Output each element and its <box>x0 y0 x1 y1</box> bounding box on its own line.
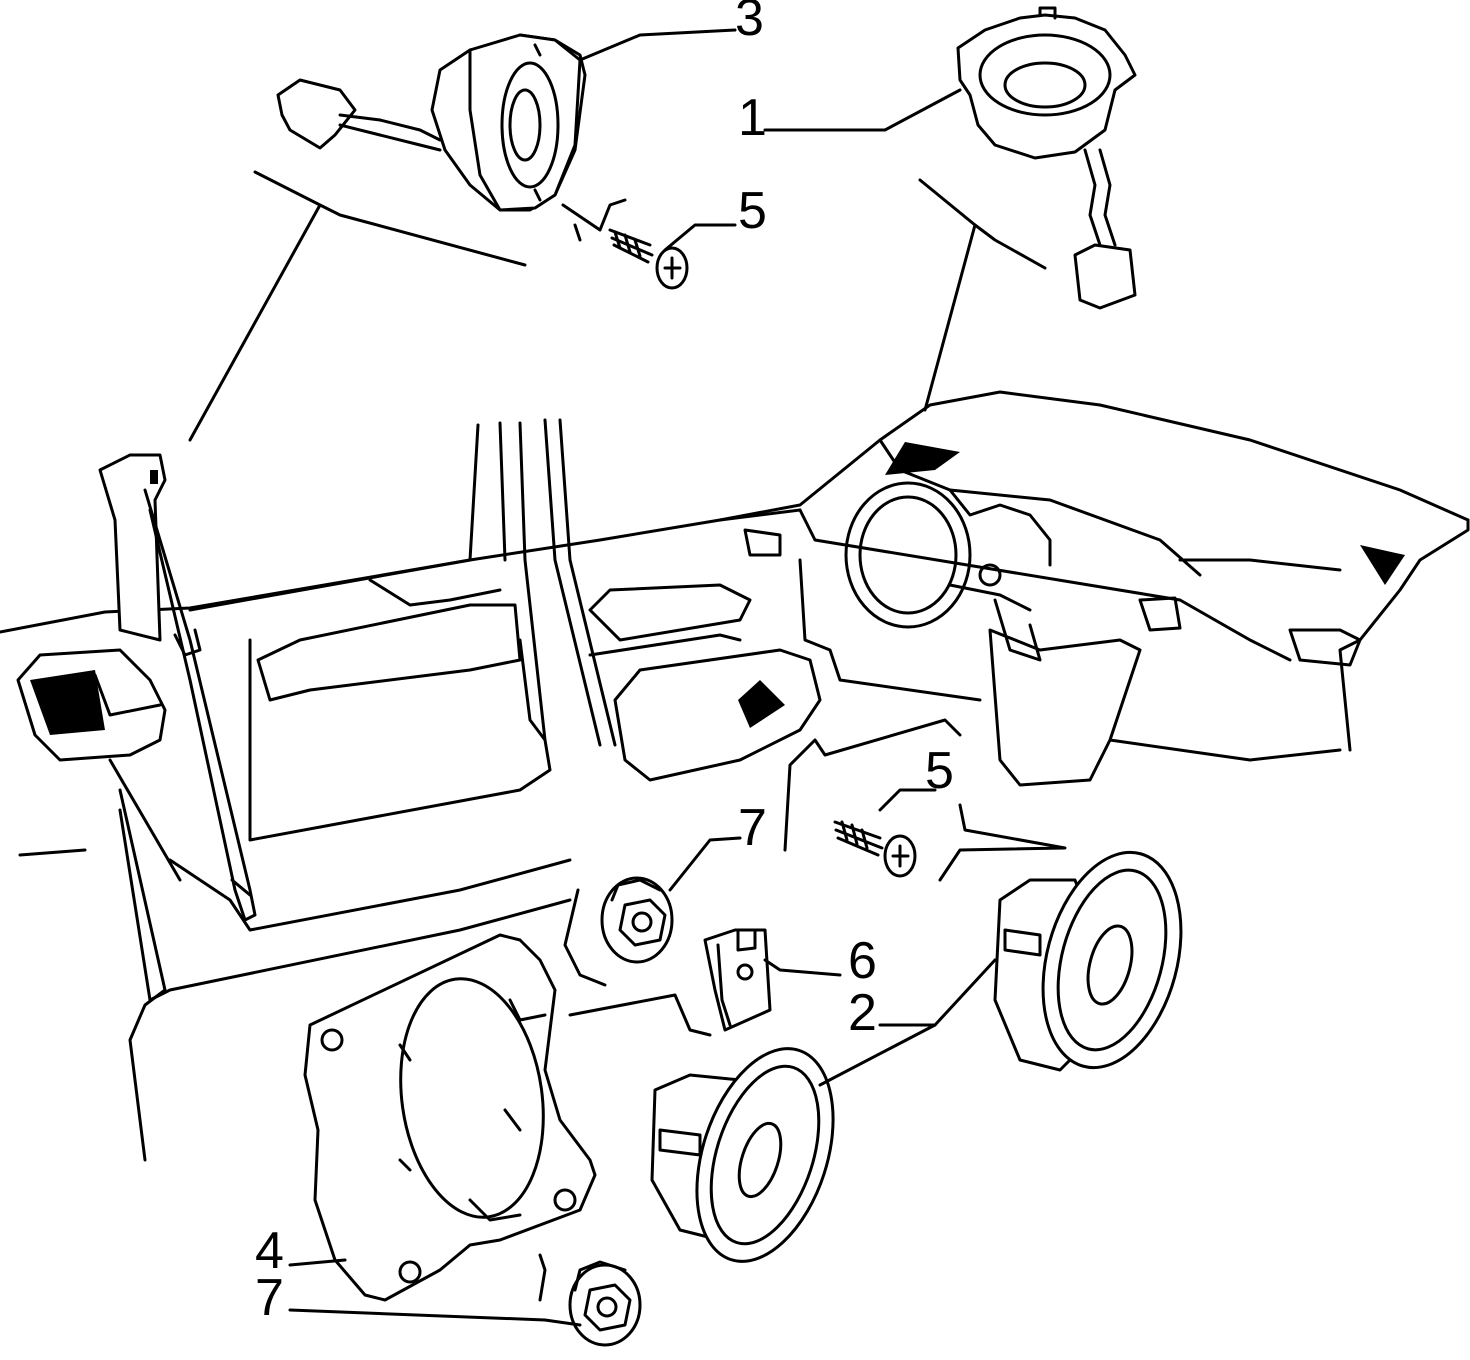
callout-label-1: 1 <box>738 89 767 147</box>
dashboard <box>718 390 1470 787</box>
leader-lines <box>118 170 1067 1302</box>
screw-lower <box>833 820 917 878</box>
speaker-bracket <box>303 933 597 1302</box>
callout-label-3: 3 <box>735 0 764 47</box>
callout-label-7-upper: 7 <box>738 799 767 857</box>
door-panel <box>0 418 822 1002</box>
woofer-left <box>650 1047 835 1263</box>
tweeter-door-speaker <box>276 33 587 212</box>
callout-label-5-upper: 5 <box>738 182 767 240</box>
grommet-lower <box>568 1260 642 1347</box>
woofer-right <box>993 850 1183 1072</box>
screw-upper <box>608 228 689 290</box>
grommet-upper <box>600 876 674 964</box>
tweeter-dash-speaker <box>956 6 1137 310</box>
clip-nut <box>703 928 772 1032</box>
callout-label-6: 6 <box>848 932 877 990</box>
door-speaker-grille-black <box>738 680 785 728</box>
door-pillar-trim <box>98 453 257 922</box>
callout-label-4: 4 <box>255 1222 284 1280</box>
callout-label-5-lower: 5 <box>925 742 954 800</box>
callout-label-2: 2 <box>848 984 877 1042</box>
callout-leaders <box>288 28 997 1327</box>
callout-label-7-lower: 7 <box>255 1269 284 1327</box>
mirror-housing <box>16 648 167 762</box>
